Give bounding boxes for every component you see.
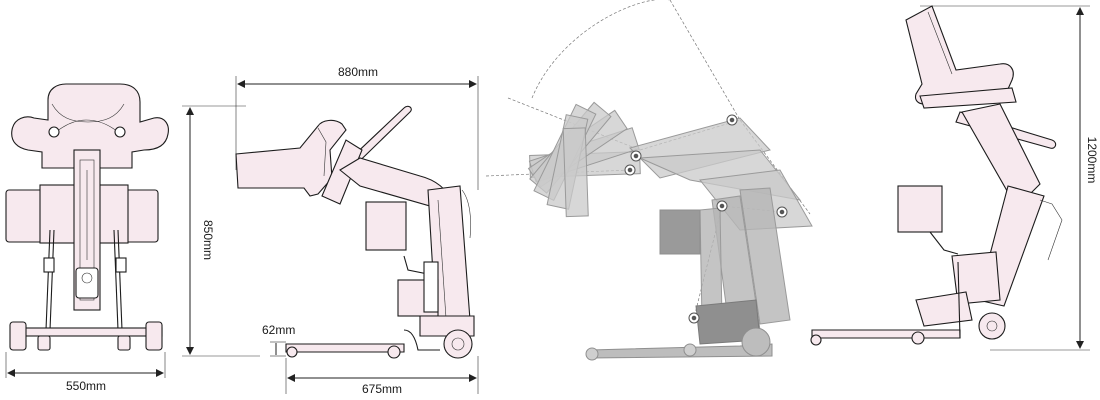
front-view: 550mm	[5, 83, 169, 393]
front-width-label: 550mm	[66, 379, 106, 393]
side-rear-wheel	[443, 329, 473, 359]
side-view-standing: 1200mm	[810, 5, 1099, 351]
motion-sequence	[485, 0, 813, 361]
front-caster-left	[9, 321, 27, 351]
ground-clearance-label: 62mm	[262, 323, 295, 337]
side-height-label: 850mm	[201, 220, 215, 260]
front-chest-support	[11, 83, 169, 169]
side-base	[285, 343, 405, 353]
motion-pivots	[624, 114, 788, 324]
motion-shin-pad	[659, 209, 701, 255]
standing-lifting-arm	[961, 103, 1041, 197]
base-length-label: 675mm	[362, 382, 402, 396]
standing-height-label: 1200mm	[1085, 137, 1099, 184]
motion-arc	[531, 0, 670, 99]
front-base-bar	[15, 327, 163, 337]
front-caster-right	[145, 321, 163, 351]
standing-front-caster	[810, 334, 822, 346]
side-chest-pad	[235, 119, 347, 197]
side-shin-pad	[365, 201, 407, 251]
side-front-caster	[286, 346, 298, 358]
side-view-sitting: 850mm 880mm	[182, 65, 479, 396]
standing-rear-wheel	[978, 312, 1006, 340]
standing-shin-pad	[897, 185, 943, 233]
side-length-label: 880mm	[338, 65, 378, 79]
standing-base	[811, 329, 961, 339]
